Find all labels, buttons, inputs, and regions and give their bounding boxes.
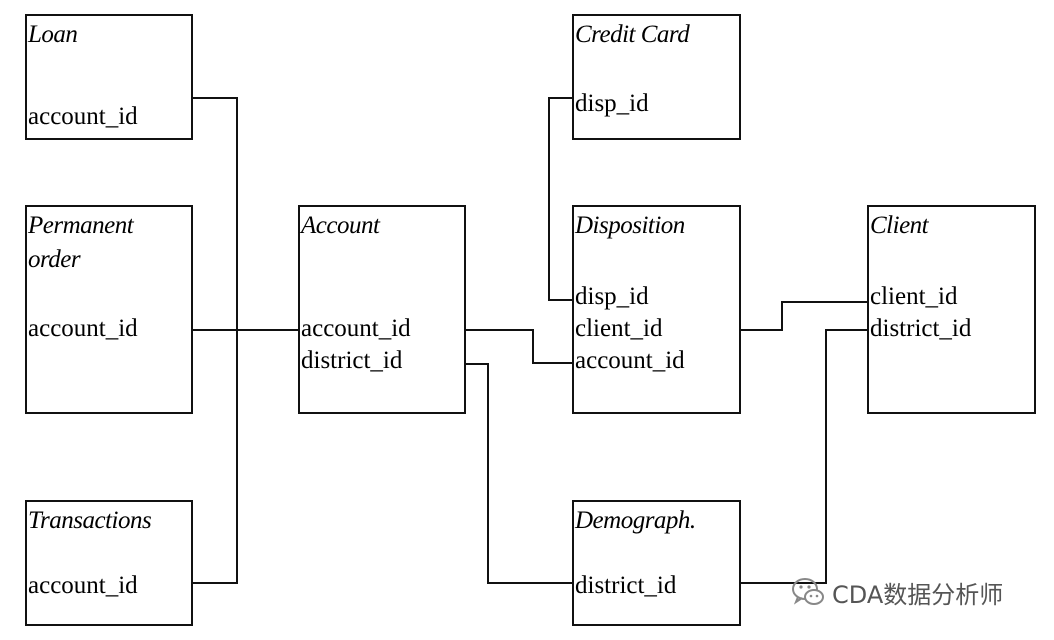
entity-title: Disposition [575, 212, 685, 239]
field-client-id: client_id [870, 283, 958, 310]
entity-credit-card: Credit Card disp_id [572, 14, 741, 140]
field-district-id: district_id [870, 315, 972, 342]
entity-client: Client client_id district_id [867, 205, 1036, 414]
watermark: CDA数据分析师 [790, 574, 1003, 610]
entity-demograph: Demograph. district_id [572, 500, 741, 626]
line-disposition-client [703, 301, 867, 331]
line-account-disposition [445, 329, 572, 364]
entity-permanent-order: Permanent order account_id [25, 205, 193, 414]
entity-account: Account account_id district_id [298, 205, 466, 414]
line-loan-account [175, 97, 238, 330]
field-account-id: account_id [575, 347, 685, 374]
field-account-id: account_id [28, 572, 138, 599]
field-disp-id: disp_id [575, 283, 649, 310]
field-account-id: account_id [28, 103, 138, 130]
entity-title: Account [301, 212, 380, 239]
entity-title: Client [870, 212, 929, 239]
entity-title: Demograph. [575, 507, 696, 534]
entity-title-line1: Permanent [28, 212, 134, 239]
entity-loan: Loan account_id [25, 14, 193, 140]
entity-disposition: Disposition disp_id client_id account_id [572, 205, 741, 414]
field-disp-id: disp_id [575, 90, 649, 117]
field-account-id: account_id [28, 315, 138, 342]
line-creditcard-disposition [548, 97, 572, 301]
entity-title: Loan [28, 21, 78, 48]
line-transactions-account [175, 330, 238, 584]
entity-title: Transactions [28, 507, 152, 534]
line-account-demograph [445, 363, 572, 584]
field-district-id: district_id [301, 347, 403, 374]
field-client-id: client_id [575, 315, 663, 342]
entity-transactions: Transactions account_id [25, 500, 193, 626]
line-demograph-client [720, 329, 867, 584]
field-account-id: account_id [301, 315, 411, 342]
entity-title: Credit Card [575, 21, 690, 48]
wechat-icon [792, 578, 824, 605]
entity-title-line2: order [28, 246, 81, 273]
field-district-id: district_id [575, 572, 677, 599]
watermark-text: CDA数据分析师 [832, 580, 1004, 609]
